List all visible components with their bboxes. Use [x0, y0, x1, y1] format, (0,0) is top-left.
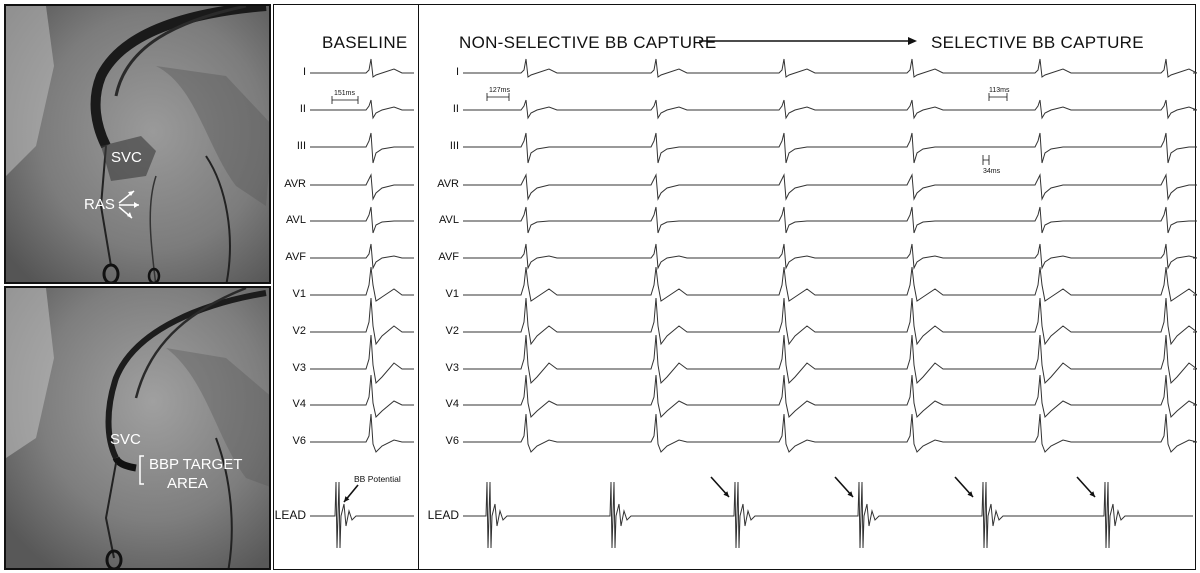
- ecg-trace-v3: [463, 334, 1197, 385]
- lead-label-v4: V4: [445, 398, 459, 410]
- ecg-trace-ii: [463, 99, 1197, 120]
- capture-interval-ii-right: 113ms: [989, 87, 1010, 94]
- bb-potential-label: BB Potential: [354, 474, 401, 484]
- fluoroscopy-image-bottom: SVC BBP TARGET AREA: [4, 286, 271, 570]
- lead-label-iii: III: [296, 140, 306, 152]
- lead-label-v3: V3: [292, 362, 306, 374]
- ras-label: RAS: [84, 196, 115, 213]
- lead-label-ii: II: [299, 103, 306, 115]
- ecg-trace-v6: [463, 413, 1197, 453]
- lead-label-v6: V6: [292, 435, 306, 447]
- lead-label-avr: AVR: [437, 178, 459, 190]
- lead-label-i: I: [455, 66, 459, 78]
- ecg-trace-v4: [463, 374, 1197, 419]
- capture-lead-label: LEAD: [427, 508, 459, 522]
- ecg-trace-iii: [463, 132, 1197, 164]
- ecg-trace-v2: [463, 297, 1197, 346]
- lead-label-avf: AVF: [438, 251, 459, 263]
- baseline-title: BASELINE: [322, 33, 408, 52]
- bb-potential-arrow-1-head: [723, 491, 729, 497]
- ecg-trace-v3: [310, 334, 414, 385]
- lead-label-avr: AVR: [284, 178, 306, 190]
- capture-ecg-panel: NON-SELECTIVE BB CAPTURE SELECTIVE BB CA…: [418, 4, 1197, 570]
- ecg-trace-avf: [463, 243, 1197, 270]
- capture-traces: [463, 37, 1197, 549]
- lead-label-v3: V3: [445, 362, 459, 374]
- bb-potential-arrow-2-head: [847, 491, 853, 497]
- fluoroscopy-top-graphic: [6, 6, 269, 282]
- selective-capture-title: SELECTIVE BB CAPTURE: [931, 33, 1144, 52]
- baseline-traces: [310, 58, 414, 549]
- lead-label-i: I: [302, 66, 306, 78]
- ecg-trace-v4: [310, 374, 414, 419]
- lead-label-ii: II: [452, 103, 459, 115]
- ecg-trace-i: [463, 58, 1197, 78]
- svc-label-top: SVC: [111, 149, 142, 166]
- lead-label-v2: V2: [292, 325, 306, 337]
- fluoroscopy-bottom-graphic: [6, 288, 269, 568]
- capture-interval-caliper-iii: [982, 155, 990, 165]
- lead-label-iii: III: [449, 140, 459, 152]
- ecg-trace-v2: [310, 297, 414, 346]
- non-selective-capture-title: NON-SELECTIVE BB CAPTURE: [459, 33, 717, 52]
- ecg-trace-avf: [310, 243, 414, 270]
- bbp-target-label-line2: AREA: [167, 475, 208, 492]
- capture-lead-trace: [463, 481, 1193, 549]
- bb-potential-arrow-3-head: [967, 491, 973, 497]
- ecg-trace-avr: [463, 173, 1197, 201]
- ecg-trace-avl: [310, 206, 414, 234]
- lead-label-v4: V4: [292, 398, 306, 410]
- lead-label-v2: V2: [445, 325, 459, 337]
- ecg-trace-avr: [310, 173, 414, 201]
- bb-potential-arrow-4-head: [1089, 491, 1095, 497]
- baseline-interval-label: 151ms: [334, 90, 356, 97]
- lead-label-avl: AVL: [439, 214, 459, 226]
- ecg-trace-v1: [463, 266, 1197, 302]
- ecg-trace-v6: [310, 413, 414, 453]
- capture-interval-caliper-right: [988, 93, 1008, 101]
- ecg-trace-v1: [310, 266, 414, 302]
- ecg-trace-avl: [463, 206, 1197, 234]
- svc-label-bottom: SVC: [110, 431, 141, 448]
- lead-label-avl: AVL: [286, 214, 306, 226]
- lead-label-v1: V1: [445, 288, 459, 300]
- capture-interval-ii-left: 127ms: [489, 87, 511, 94]
- fluoroscopy-image-top: SVC RAS: [4, 4, 271, 284]
- lead-label-v1: V1: [292, 288, 306, 300]
- baseline-lead-label: LEAD: [274, 508, 306, 522]
- ecg-trace-iii: [310, 132, 414, 164]
- bbp-target-label-line1: BBP TARGET: [149, 456, 243, 473]
- lead-label-avf: AVF: [285, 251, 306, 263]
- capture-interval-caliper-left: [486, 93, 510, 101]
- baseline-lead-trace: [310, 481, 414, 549]
- bb-potential-arrow-head: [344, 496, 350, 502]
- baseline-interval-caliper: [331, 96, 359, 104]
- transition-arrow-head: [908, 37, 917, 45]
- ecg-trace-i: [310, 58, 414, 78]
- ecg-trace-ii: [310, 99, 414, 120]
- capture-interval-iii: 34ms: [983, 168, 1001, 175]
- lead-label-v6: V6: [445, 435, 459, 447]
